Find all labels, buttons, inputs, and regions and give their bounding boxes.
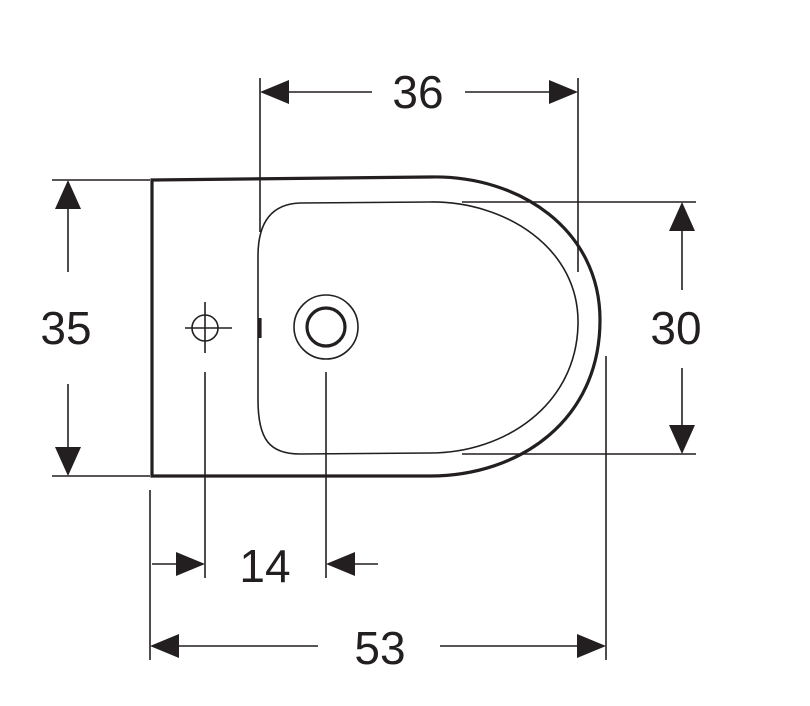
bidet-outer-contour <box>150 175 602 478</box>
dimension-label-36: 36 <box>392 66 443 118</box>
bidet-bowl-contour <box>257 201 579 455</box>
arrowhead-icon <box>326 552 355 576</box>
dimension-label-53: 53 <box>354 622 405 674</box>
arrowhead-icon <box>577 634 606 658</box>
arrowhead-icon <box>55 447 81 476</box>
arrowhead-icon <box>150 634 179 658</box>
tap-hole-crosshair-icon <box>185 302 232 353</box>
drain-hole-icon <box>293 294 359 360</box>
arrowhead-icon <box>669 425 695 454</box>
extension-lines <box>52 78 696 660</box>
dimension-36: 36 <box>260 66 578 118</box>
arrowhead-icon <box>260 80 289 104</box>
dimension-35: 35 <box>40 180 92 476</box>
arrowhead-icon <box>669 202 695 231</box>
bidet-outline <box>150 175 602 478</box>
dimension-14: 14 <box>152 540 378 592</box>
arrowhead-icon <box>549 80 578 104</box>
arrowhead-icon <box>55 180 81 209</box>
dimension-label-30: 30 <box>650 302 701 354</box>
dimension-label-35: 35 <box>40 302 91 354</box>
dimension-53: 53 <box>150 622 606 674</box>
arrowhead-icon <box>176 552 205 576</box>
dimension-30: 30 <box>650 202 702 454</box>
dimension-label-14: 14 <box>239 540 290 592</box>
